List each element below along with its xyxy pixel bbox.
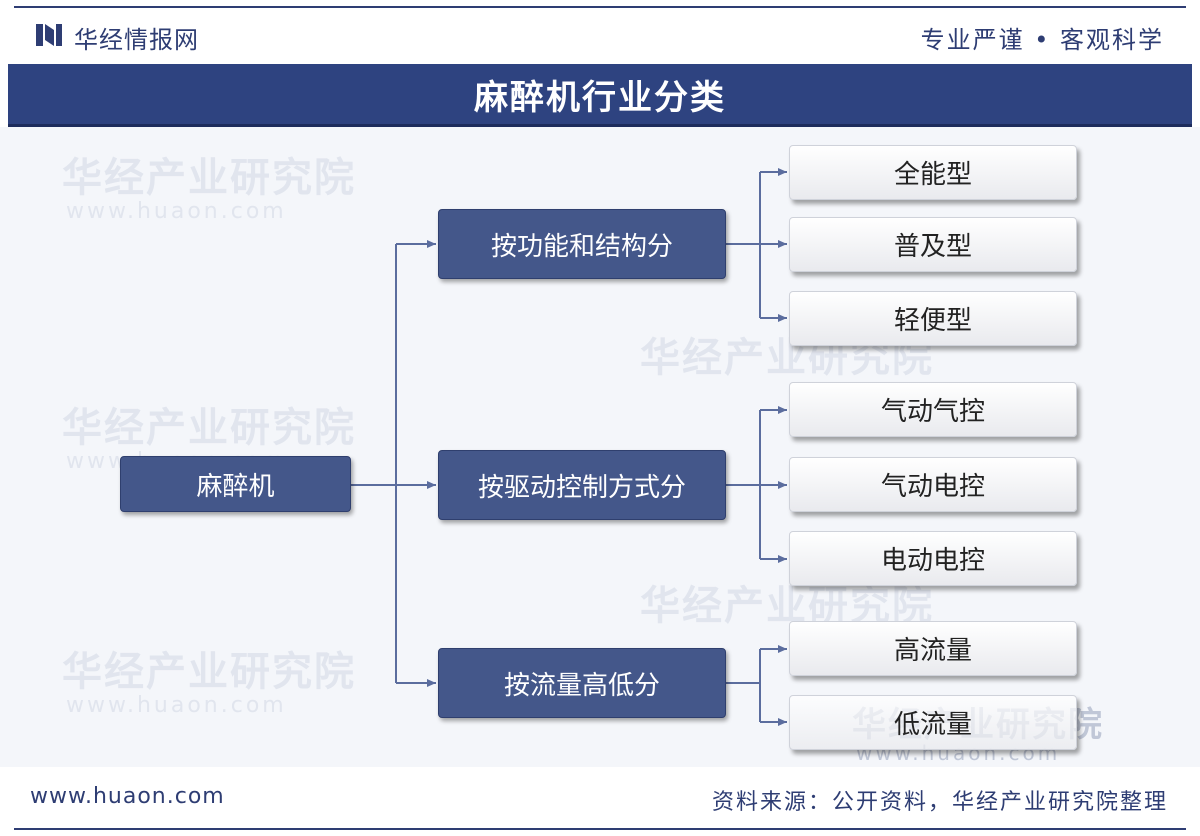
footer-site-url: www.huaon.com xyxy=(30,784,225,809)
watermark-text: 华经产业研究院 xyxy=(62,405,356,451)
header-bar: 华经情报网 专业严谨 • 客观科学 xyxy=(0,0,1200,62)
leaf-node-low-flow: 低流量 xyxy=(789,695,1077,750)
leaf-node-standard: 普及型 xyxy=(789,217,1077,272)
leaf-node-portable: 轻便型 xyxy=(789,291,1077,346)
footer-source: 资料来源：公开资料，华经产业研究院整理 xyxy=(711,790,1168,815)
leaf-node-electric-electric: 电动电控 xyxy=(789,531,1077,586)
leaf-node-all-purpose: 全能型 xyxy=(789,145,1077,200)
leaf-node-high-flow: 高流量 xyxy=(789,621,1077,676)
watermark-url: www.huaon.com xyxy=(66,693,287,718)
watermark-text: 华经产业研究院 xyxy=(62,649,356,695)
leaf-node-pneumatic-pneumatic: 气动气控 xyxy=(789,382,1077,437)
huajing-logo-icon xyxy=(36,24,62,46)
branch-node-function: 按功能和结构分 xyxy=(438,209,726,279)
footer-bar: www.huaon.com 资料来源：公开资料，华经产业研究院整理 xyxy=(0,767,1200,836)
watermark-url: www.huaon.com xyxy=(66,199,287,224)
brand-name: 华经情报网 xyxy=(74,26,199,54)
diagram-title: 麻醉机行业分类 xyxy=(474,77,726,118)
branch-node-flow: 按流量高低分 xyxy=(438,648,726,718)
title-bar: 麻醉机行业分类 xyxy=(8,64,1192,127)
brand-motto: 专业严谨 • 客观科学 xyxy=(920,26,1164,54)
root-node: 麻醉机 xyxy=(120,456,351,512)
header-rule xyxy=(14,6,1186,8)
leaf-node-pneumatic-electric: 气动电控 xyxy=(789,457,1077,512)
watermark-text: 华经产业研究院 xyxy=(62,155,356,201)
footer-rule xyxy=(14,828,1186,830)
branch-node-drive: 按驱动控制方式分 xyxy=(438,450,726,520)
